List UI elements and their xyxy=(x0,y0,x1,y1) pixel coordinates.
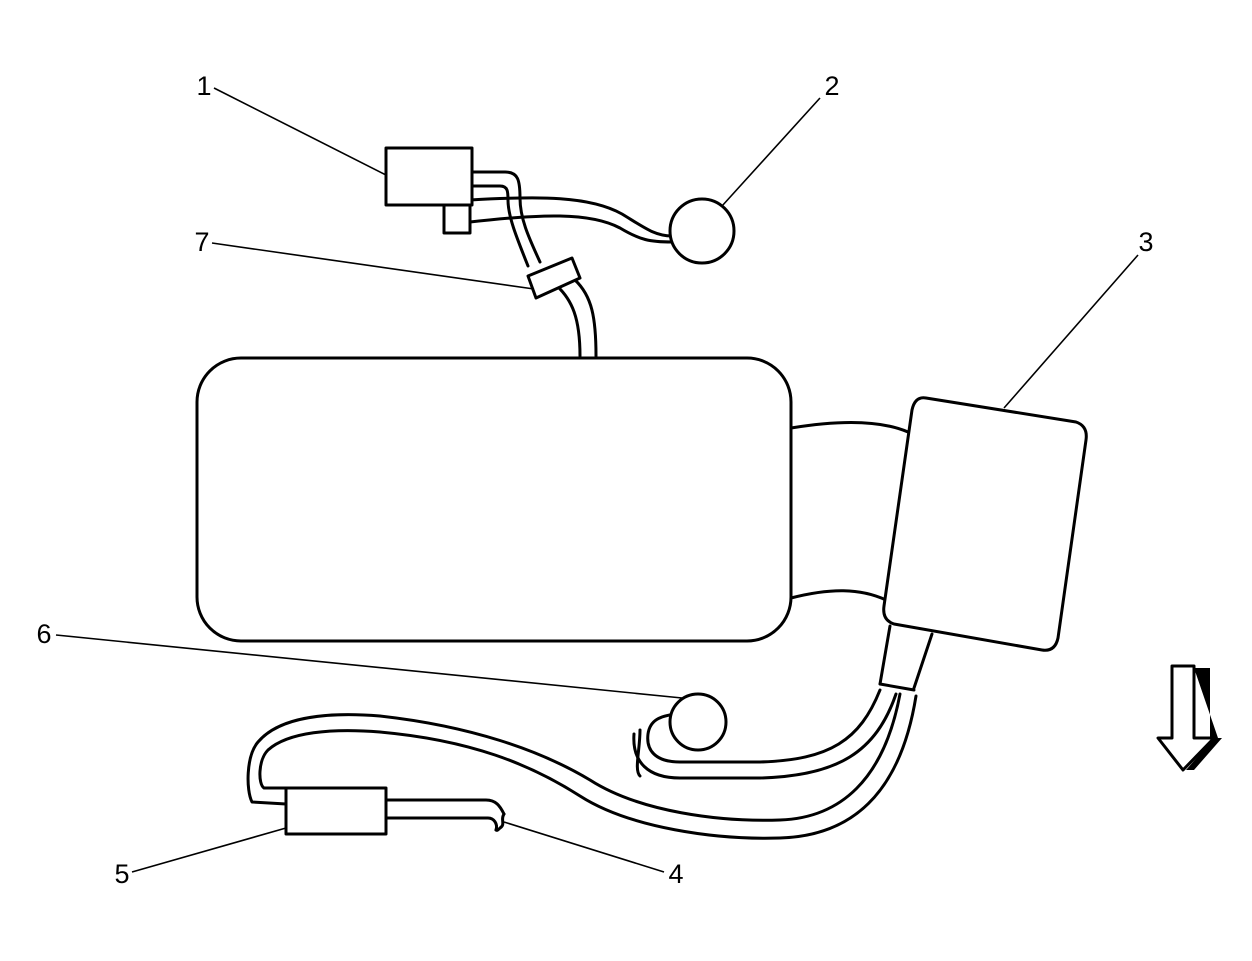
leader-lines xyxy=(55,87,1139,873)
callout-6: 6 xyxy=(36,619,51,649)
harness-cable-lower xyxy=(246,624,934,840)
callout-7: 7 xyxy=(194,227,209,257)
connection-tubes-main-to-3 xyxy=(789,420,910,602)
component-6-round-sensor xyxy=(668,692,728,752)
callout-5: 5 xyxy=(114,859,129,889)
callout-1: 1 xyxy=(196,71,211,101)
harness-cable-vertical xyxy=(470,170,598,358)
component-5-inline-connector xyxy=(284,786,388,836)
callout-3: 3 xyxy=(1138,227,1153,257)
callout-2: 2 xyxy=(824,71,839,101)
harness-cable-upper xyxy=(468,196,674,244)
component-2-round-sensor xyxy=(668,197,736,265)
callout-4: 4 xyxy=(668,859,683,889)
arrow-down-icon xyxy=(1156,664,1222,772)
component-1-connector xyxy=(384,146,474,235)
main-unit xyxy=(195,356,793,643)
component-7-harness-clip xyxy=(526,256,582,300)
component-3-module xyxy=(882,396,1088,652)
component-4-harness-end xyxy=(384,798,506,832)
